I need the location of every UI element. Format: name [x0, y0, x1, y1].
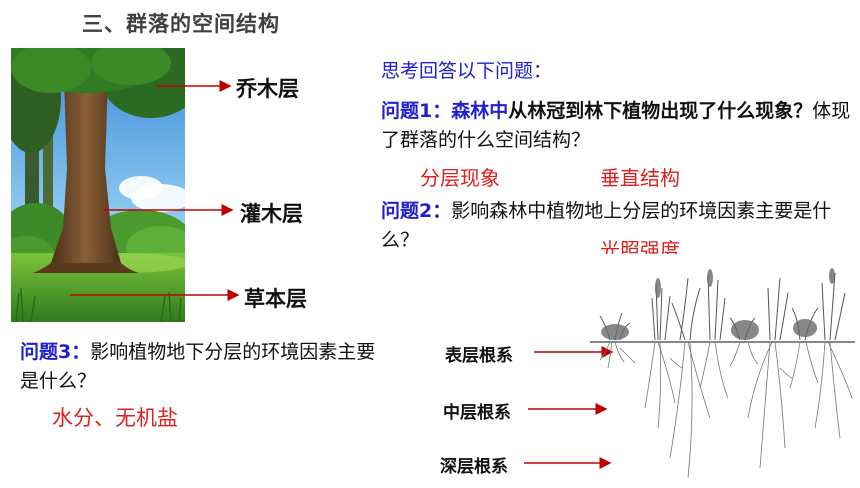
question-3: 问题3：影响植物地下分层的环境因素主要是什么？	[20, 338, 390, 396]
question-3-label: 问题3：	[20, 341, 91, 363]
question-1-rest: 体现了群落的什么空间结构？	[381, 100, 851, 151]
herb-layer-label: 草本层	[244, 287, 307, 311]
forest-illustration	[11, 48, 185, 322]
question-1-prefix: 森林中	[451, 100, 509, 122]
slide-title: 三、群落的空间结构	[82, 12, 280, 36]
question-3-text: 影响植物地下分层的环境因素主要是什么？	[20, 341, 376, 392]
question-1: 问题1：森林中从林冠到林下植物出现了什么现象？体现了群落的什么空间结构？	[381, 97, 851, 155]
question-1-bold: 从林冠到林下植物出现了什么现象？	[508, 100, 813, 122]
surface-root-label: 表层根系	[445, 346, 513, 366]
question-1-label: 问题1：	[381, 100, 452, 122]
answer-2-clip: 光照强度	[600, 238, 680, 254]
middle-root-label: 中层根系	[443, 403, 511, 423]
shrub-layer-label: 灌木层	[240, 202, 303, 226]
question-2-text: 影响森林中植物地上分层的环境因素主要是什么？	[381, 200, 832, 251]
deep-root-label: 深层根系	[440, 457, 508, 477]
tree-layer-label: 乔木层	[236, 77, 299, 101]
question-prompt: 思考回答以下问题：	[381, 60, 553, 82]
answer-1a: 分层现象	[420, 166, 500, 190]
answer-3: 水分、无机盐	[52, 406, 178, 430]
question-2: 问题2：影响森林中植物地上分层的环境因素主要是什么？	[381, 197, 841, 255]
answer-2: 光照强度	[600, 238, 680, 254]
answer-1b: 垂直结构	[600, 166, 680, 190]
question-2-label: 问题2：	[381, 200, 452, 222]
root-system-illustration	[560, 268, 860, 484]
